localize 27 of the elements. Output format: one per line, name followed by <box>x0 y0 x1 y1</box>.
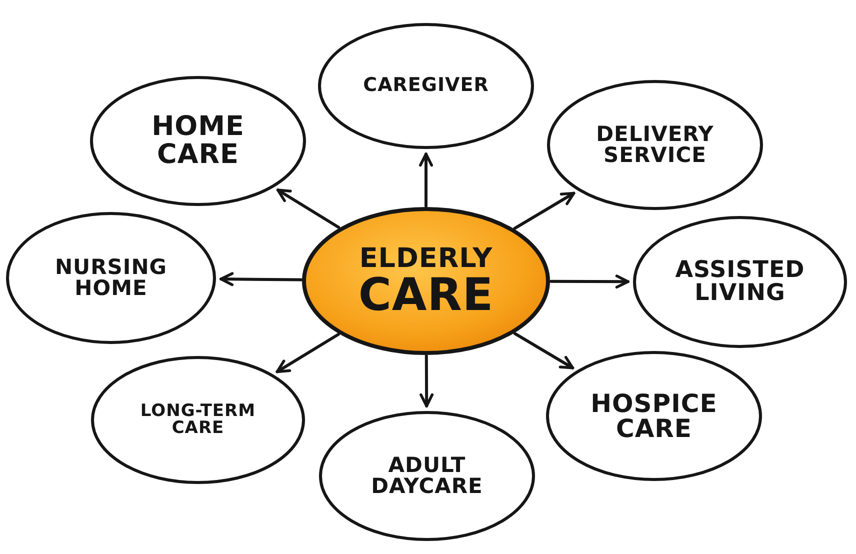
topic-ellipse <box>319 411 535 541</box>
topic-label: ASSISTED LIVING <box>674 258 806 306</box>
arrow <box>513 192 576 230</box>
topic-label: LONG-TERM CARE <box>139 402 257 438</box>
topic-ellipse <box>546 351 762 481</box>
topic-ellipse <box>6 212 216 344</box>
topic-label: HOME CARE <box>150 113 246 169</box>
arrow <box>513 332 574 370</box>
arrow <box>276 332 340 374</box>
arrow <box>276 188 340 229</box>
topic-label: NURSING HOME <box>54 256 168 300</box>
topic-label: CAREGIVER <box>363 76 489 96</box>
topic-label: HOSPICE CARE <box>590 390 718 442</box>
topic-ellipse <box>90 76 306 206</box>
topic-ellipse <box>318 23 534 149</box>
arrow <box>419 152 433 208</box>
topic-ellipse <box>633 216 847 348</box>
hub-subtitle: ELDERLY <box>359 245 493 272</box>
hub-title: CARE <box>358 272 494 317</box>
topic-ellipse <box>91 356 305 484</box>
central-topic-ellipse <box>302 207 550 355</box>
arrow <box>420 354 434 408</box>
arrow <box>220 272 302 286</box>
topic-ellipse <box>547 80 763 210</box>
topic-label: DELIVERY SERVICE <box>595 124 715 166</box>
topic-label: ADULT DAYCARE <box>370 454 484 498</box>
arrow <box>550 274 630 289</box>
